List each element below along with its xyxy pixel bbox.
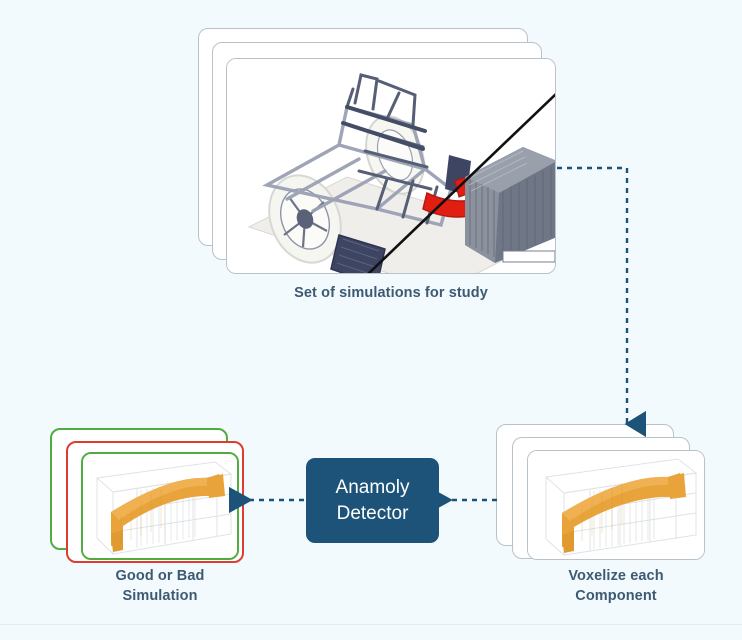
voxelized-bumper-image: [528, 451, 704, 559]
voxelize-caption-line2: Component: [575, 588, 657, 604]
bottom-divider: [0, 624, 742, 625]
anomaly-detector-node[interactable]: Anamoly Detector: [306, 458, 439, 543]
result-voxel-image: [83, 454, 237, 558]
result-caption-line2: Simulation: [122, 588, 198, 604]
result-caption: Good or Bad Simulation: [71, 566, 249, 606]
result-card-front[interactable]: [81, 452, 239, 560]
arrow-simulations-to-voxelize: [557, 166, 647, 438]
voxelize-card-front[interactable]: [527, 450, 705, 560]
detector-label-line2: Detector: [336, 502, 409, 524]
simulations-caption: Set of simulations for study: [226, 283, 556, 303]
voxelize-caption: Voxelize each Component: [527, 566, 705, 606]
voxelize-caption-line1: Voxelize each: [568, 568, 664, 584]
simulation-card-front[interactable]: [226, 58, 556, 274]
crash-simulation-image: [227, 59, 555, 273]
result-caption-line1: Good or Bad: [115, 568, 205, 584]
simulations-caption-line1: Set of simulations for study: [294, 285, 488, 301]
detector-label-line1: Anamoly: [335, 476, 410, 498]
